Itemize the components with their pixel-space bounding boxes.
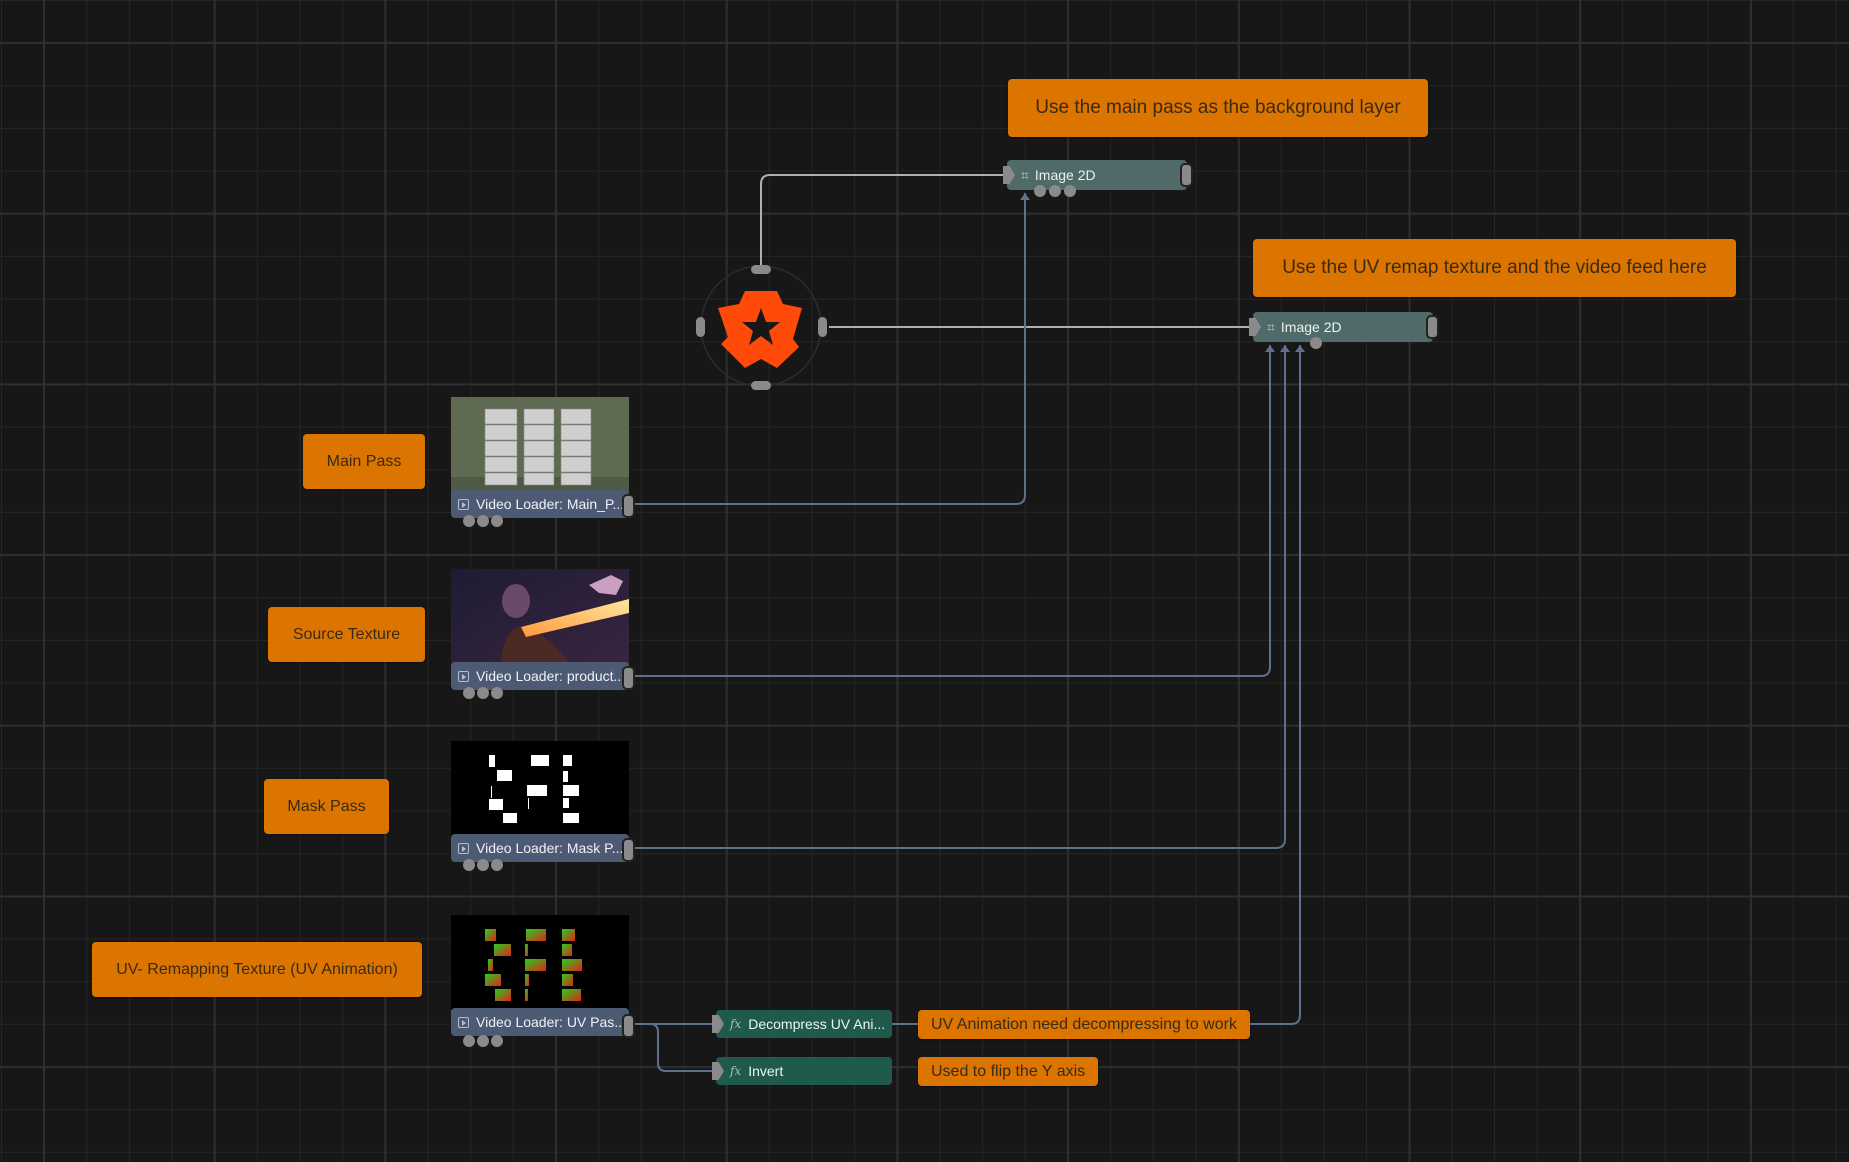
node-label: Video Loader: Mask P...: [476, 840, 624, 856]
video-play-icon: [458, 670, 469, 682]
video-loader-uv-pass[interactable]: Video Loader: UV Pas...: [451, 915, 629, 1036]
input-arrow: [1280, 345, 1290, 352]
output-port[interactable]: [622, 1014, 635, 1038]
wire-source-to-image2d-bottom: [630, 345, 1271, 677]
parameter-port[interactable]: [1034, 185, 1046, 197]
video-preview-mask: [451, 741, 629, 837]
video-loader-main-pass[interactable]: Video Loader: Main_P...: [451, 397, 629, 518]
input-arrow: [1295, 345, 1305, 352]
star-gear-logo-icon: [700, 265, 822, 387]
logo-left-port[interactable]: [696, 317, 705, 337]
video-loader-mask[interactable]: Video Loader: Mask P...: [451, 741, 629, 862]
video-play-icon: [458, 498, 469, 510]
video-preview-uv-pass: [451, 915, 629, 1011]
parameter-port[interactable]: [477, 515, 489, 527]
parameter-port[interactable]: [491, 859, 503, 871]
output-port[interactable]: [1180, 163, 1193, 187]
wire-decompress-to-image2d-bottom: [892, 345, 1301, 1025]
output-port[interactable]: [622, 666, 635, 690]
parameter-port[interactable]: [463, 1035, 475, 1047]
output-port[interactable]: [622, 838, 635, 862]
note-uv-decompress[interactable]: UV Animation need decompressing to work: [918, 1010, 1250, 1039]
node-label: Video Loader: UV Pas...: [476, 1014, 626, 1030]
input-arrow: [1265, 345, 1275, 352]
note-text: Use the UV remap texture and the video f…: [1282, 257, 1707, 278]
parameter-port[interactable]: [463, 859, 475, 871]
parameter-port[interactable]: [491, 515, 503, 527]
note-text: Mask Pass: [287, 797, 366, 815]
note-uv-remapping-texture[interactable]: UV- Remapping Texture (UV Animation): [92, 942, 422, 997]
video-loader-title-bar[interactable]: Video Loader: UV Pas...: [451, 1008, 629, 1036]
output-port[interactable]: [622, 494, 635, 518]
video-loader-source[interactable]: Video Loader: product...: [451, 569, 629, 690]
note-mask-pass[interactable]: Mask Pass: [264, 779, 389, 834]
wire-uv-to-invert: [649, 1023, 716, 1072]
output-port[interactable]: [1426, 315, 1439, 339]
note-text: UV Animation need decompressing to work: [931, 1015, 1237, 1033]
video-loader-title-bar[interactable]: Video Loader: Main_P...: [451, 490, 629, 518]
node-label: Video Loader: product...: [476, 668, 626, 684]
input-port[interactable]: [1003, 166, 1015, 184]
node-label: Video Loader: Main_P...: [476, 496, 625, 512]
grid-hash-icon: ⌗: [1267, 318, 1275, 335]
parameter-port[interactable]: [463, 515, 475, 527]
node-label: Invert: [748, 1063, 784, 1079]
note-main-pass-background[interactable]: Use the main pass as the background laye…: [1008, 79, 1428, 137]
input-port[interactable]: [1249, 318, 1261, 336]
note-text: Source Texture: [292, 625, 401, 643]
video-play-icon: [458, 1016, 469, 1028]
video-preview-main-pass: [451, 397, 629, 493]
parameter-port[interactable]: [1310, 337, 1322, 349]
input-port[interactable]: [712, 1062, 724, 1080]
note-text: UV- Remapping Texture (UV Animation): [116, 960, 398, 978]
grid-hash-icon: ⌗: [1021, 166, 1029, 183]
input-port[interactable]: [712, 1015, 724, 1033]
wire-main-pass-to-image2d-top: [630, 193, 1026, 505]
wire-logo-to-image2d-top: [760, 174, 1008, 266]
logo-top-port[interactable]: [751, 265, 771, 274]
center-logo-node[interactable]: [699, 264, 823, 388]
wire-mask-to-image2d-bottom: [630, 345, 1286, 849]
logo-bottom-port[interactable]: [751, 381, 771, 390]
image2d-node-top[interactable]: ⌗ Image 2D: [1007, 160, 1187, 190]
node-label: Image 2D: [1280, 319, 1342, 335]
note-text: Main Pass: [326, 452, 402, 470]
note-uv-remap[interactable]: Use the UV remap texture and the video f…: [1253, 239, 1736, 297]
input-arrow: [1020, 193, 1030, 200]
parameter-port[interactable]: [1064, 185, 1076, 197]
parameter-port[interactable]: [463, 687, 475, 699]
parameter-port[interactable]: [477, 859, 489, 871]
fx-icon: fx: [730, 1064, 742, 1078]
parameter-port[interactable]: [477, 1035, 489, 1047]
note-flip-y[interactable]: Used to flip the Y axis: [918, 1057, 1098, 1086]
fx-icon: fx: [730, 1017, 742, 1031]
fx-node-invert[interactable]: fx Invert: [716, 1057, 892, 1085]
node-label: Decompress UV Ani...: [748, 1016, 886, 1032]
video-loader-title-bar[interactable]: Video Loader: Mask P...: [451, 834, 629, 862]
note-main-pass[interactable]: Main Pass: [303, 434, 425, 489]
image2d-node-bottom[interactable]: ⌗ Image 2D: [1253, 312, 1433, 342]
fx-node-decompress-uv[interactable]: fx Decompress UV Ani...: [716, 1010, 892, 1038]
parameter-port[interactable]: [491, 687, 503, 699]
note-source-texture[interactable]: Source Texture: [268, 607, 425, 662]
node-label: Image 2D: [1034, 167, 1096, 183]
note-text: Used to flip the Y axis: [931, 1062, 1086, 1080]
parameter-port[interactable]: [1049, 185, 1061, 197]
note-text: Use the main pass as the background laye…: [1035, 97, 1401, 118]
parameter-port[interactable]: [491, 1035, 503, 1047]
video-preview-source: [451, 569, 629, 665]
video-loader-title-bar[interactable]: Video Loader: product...: [451, 662, 629, 690]
video-play-icon: [458, 842, 469, 854]
parameter-port[interactable]: [477, 687, 489, 699]
logo-right-port[interactable]: [818, 317, 827, 337]
